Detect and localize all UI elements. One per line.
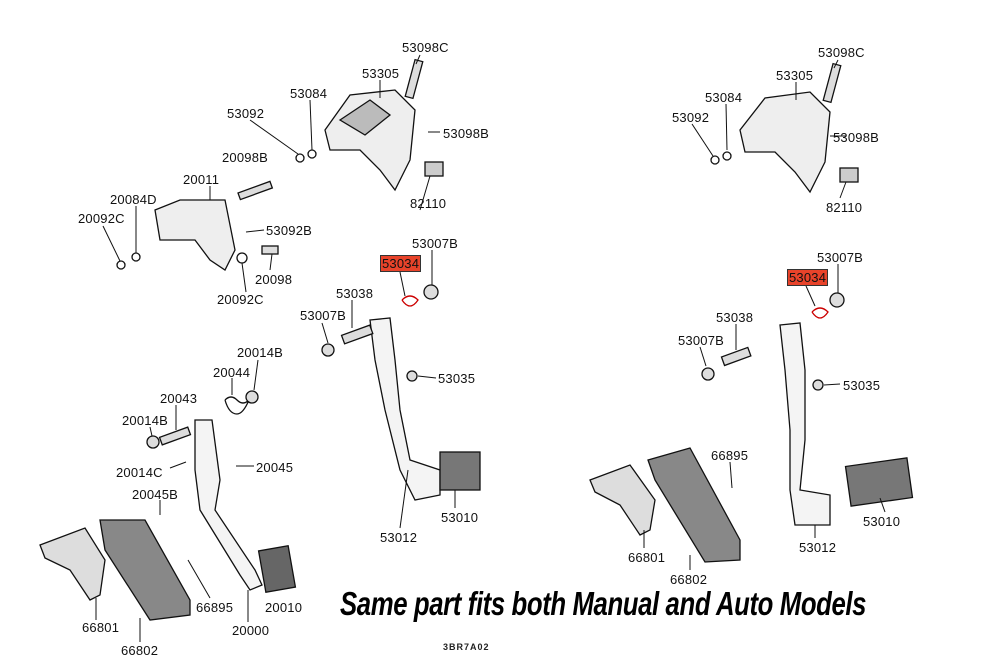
part-label: 20045 — [256, 460, 294, 475]
part-label: 53092 — [227, 106, 265, 121]
part-label: 53007B — [412, 236, 459, 251]
spring-20044 — [224, 396, 250, 415]
part-label: 53035 — [438, 371, 476, 386]
part-label: 66801 — [628, 550, 666, 565]
part-label: 20045B — [132, 487, 179, 502]
part-label: 20043 — [160, 391, 198, 406]
part-label: 66802 — [670, 572, 708, 587]
part-label: 53098C — [402, 40, 449, 55]
spring-53034 — [401, 295, 419, 307]
bolt-20098B — [237, 180, 274, 201]
accelerator-bracket-66801 — [39, 527, 106, 601]
pedal-53012-r — [779, 322, 831, 526]
part-label: 66895 — [711, 448, 749, 463]
part-label: 53010 — [441, 510, 479, 525]
part-label: 53012 — [799, 540, 837, 555]
part-label: 53092 — [672, 110, 710, 125]
part-label: 53012 — [380, 530, 418, 545]
part-label: 20014B — [237, 345, 284, 360]
part-label: 20000 — [232, 623, 270, 638]
washer-53084 — [307, 149, 317, 159]
part-label: 20098 — [255, 272, 293, 287]
nut-53092 — [295, 153, 305, 163]
pad-53010 — [439, 451, 481, 491]
pad-20010 — [257, 544, 297, 594]
highlighted-part-label: 53034 — [786, 269, 829, 286]
part-label: 20011 — [183, 172, 220, 187]
part-label: 53010 — [863, 514, 901, 529]
part-label: 53007B — [678, 333, 725, 348]
bracket-53305-r — [739, 91, 831, 194]
bracket-20011 — [154, 199, 236, 271]
bolt-53098C — [404, 58, 424, 100]
part-label: 53084 — [705, 90, 743, 105]
part-label: 20084D — [110, 192, 157, 207]
part-label: 20010 — [265, 600, 303, 615]
part-label: 53098C — [818, 45, 865, 60]
part-label: 53038 — [716, 310, 754, 325]
part-label: 66895 — [196, 600, 234, 615]
highlighted-part-label: 53034 — [379, 255, 422, 272]
pad-53010-r — [844, 457, 914, 507]
accelerator-bracket-66801-r — [589, 464, 656, 536]
part-label: 20044 — [213, 365, 251, 380]
part-label: 20092C — [217, 292, 264, 307]
switch-82110 — [424, 161, 444, 177]
part-label: 82110 — [826, 200, 863, 215]
accelerator-pedal-66802 — [99, 519, 191, 621]
part-label: 53007B — [300, 308, 347, 323]
part-label: 20092C — [78, 211, 125, 226]
accelerator-pedal-66802-r — [647, 447, 741, 563]
part-label: 53305 — [362, 66, 400, 81]
fitment-caption: Same part fits both Manual and Auto Mode… — [340, 585, 867, 622]
part-label: 20014C — [116, 465, 163, 480]
part-label: 20098B — [222, 150, 269, 165]
part-label: 82110 — [410, 196, 447, 211]
part-label: 53092B — [266, 223, 313, 238]
diagram-code: 3BR7A02 — [443, 642, 490, 652]
part-label: 53038 — [336, 286, 374, 301]
part-label: 53035 — [843, 378, 881, 393]
part-label: 66801 — [82, 620, 120, 635]
part-label: 66802 — [121, 643, 159, 658]
pedal-53012 — [369, 317, 441, 501]
part-label: 53098B — [833, 130, 880, 145]
part-label: 53305 — [776, 68, 814, 83]
part-label: 53084 — [290, 86, 328, 101]
part-label: 20014B — [122, 413, 169, 428]
part-label: 53098B — [443, 126, 490, 141]
pedal-20000 — [194, 419, 263, 591]
part-label: 53007B — [817, 250, 864, 265]
